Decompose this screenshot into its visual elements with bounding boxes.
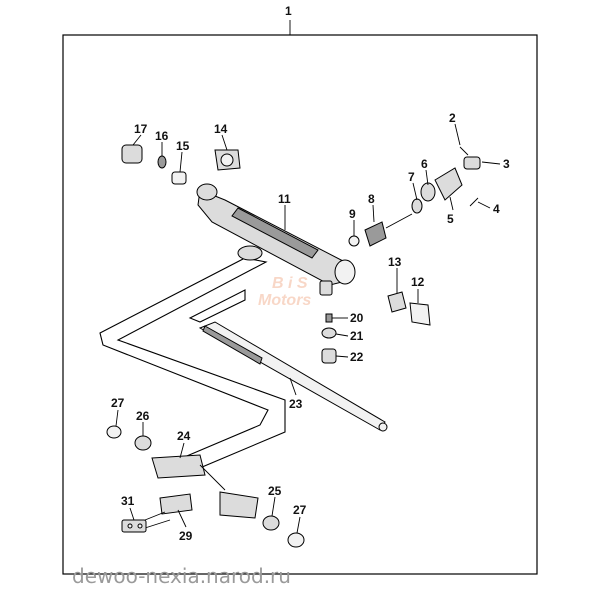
tie-rod-fittings	[121, 493, 193, 533]
callout-5: 5	[447, 212, 454, 226]
callout-14: 14	[214, 122, 228, 136]
callout-1: 1	[285, 4, 292, 18]
callout-25: 25	[268, 484, 282, 498]
diagram-frame	[62, 34, 538, 575]
watermark-line-2: Motors	[258, 292, 311, 309]
callout-20: 20	[350, 311, 364, 325]
yoke-parts	[319, 280, 337, 364]
callout-numbers: 2 3 4 5 6 7 8 9 11 12 13 14 15 16 17 20 …	[111, 111, 510, 543]
reference-outline	[99, 257, 286, 471]
callout-26: 26	[136, 409, 150, 423]
callout-27-bottom: 27	[293, 503, 307, 517]
callout-16: 16	[155, 129, 169, 143]
reference-outline-inner	[188, 289, 246, 323]
callout-24: 24	[177, 429, 191, 443]
callout-leaders	[115, 123, 501, 534]
watermark: B i S Motors	[258, 275, 311, 309]
mount-clamp	[214, 149, 241, 171]
bush-assembly	[121, 144, 187, 185]
watermark-line-1: B i S	[272, 275, 308, 292]
callout-9: 9	[349, 207, 356, 221]
callout-3: 3	[503, 157, 510, 171]
pinion-parts	[348, 146, 481, 247]
callout-7: 7	[408, 170, 415, 184]
side-clamps	[387, 291, 431, 326]
callout-8: 8	[368, 192, 375, 206]
rack-bar	[198, 321, 388, 432]
callout-21: 21	[350, 329, 364, 343]
callout-31: 31	[121, 494, 135, 508]
callout-27-top: 27	[111, 396, 125, 410]
boot-assembly	[106, 425, 305, 548]
callout-23: 23	[289, 397, 303, 411]
callout-11: 11	[278, 192, 291, 206]
callout-13: 13	[388, 255, 402, 269]
gear-housing	[196, 183, 356, 286]
footer-url: dewoo-nexia.narod.ru	[72, 564, 291, 588]
callout-12: 12	[411, 275, 425, 289]
callout-4: 4	[493, 202, 500, 216]
callout-15: 15	[176, 139, 190, 153]
callout-6: 6	[421, 157, 428, 171]
callout-22: 22	[350, 350, 364, 364]
callout-2: 2	[449, 111, 456, 125]
callout-29: 29	[179, 529, 193, 543]
callout-17: 17	[134, 122, 148, 136]
